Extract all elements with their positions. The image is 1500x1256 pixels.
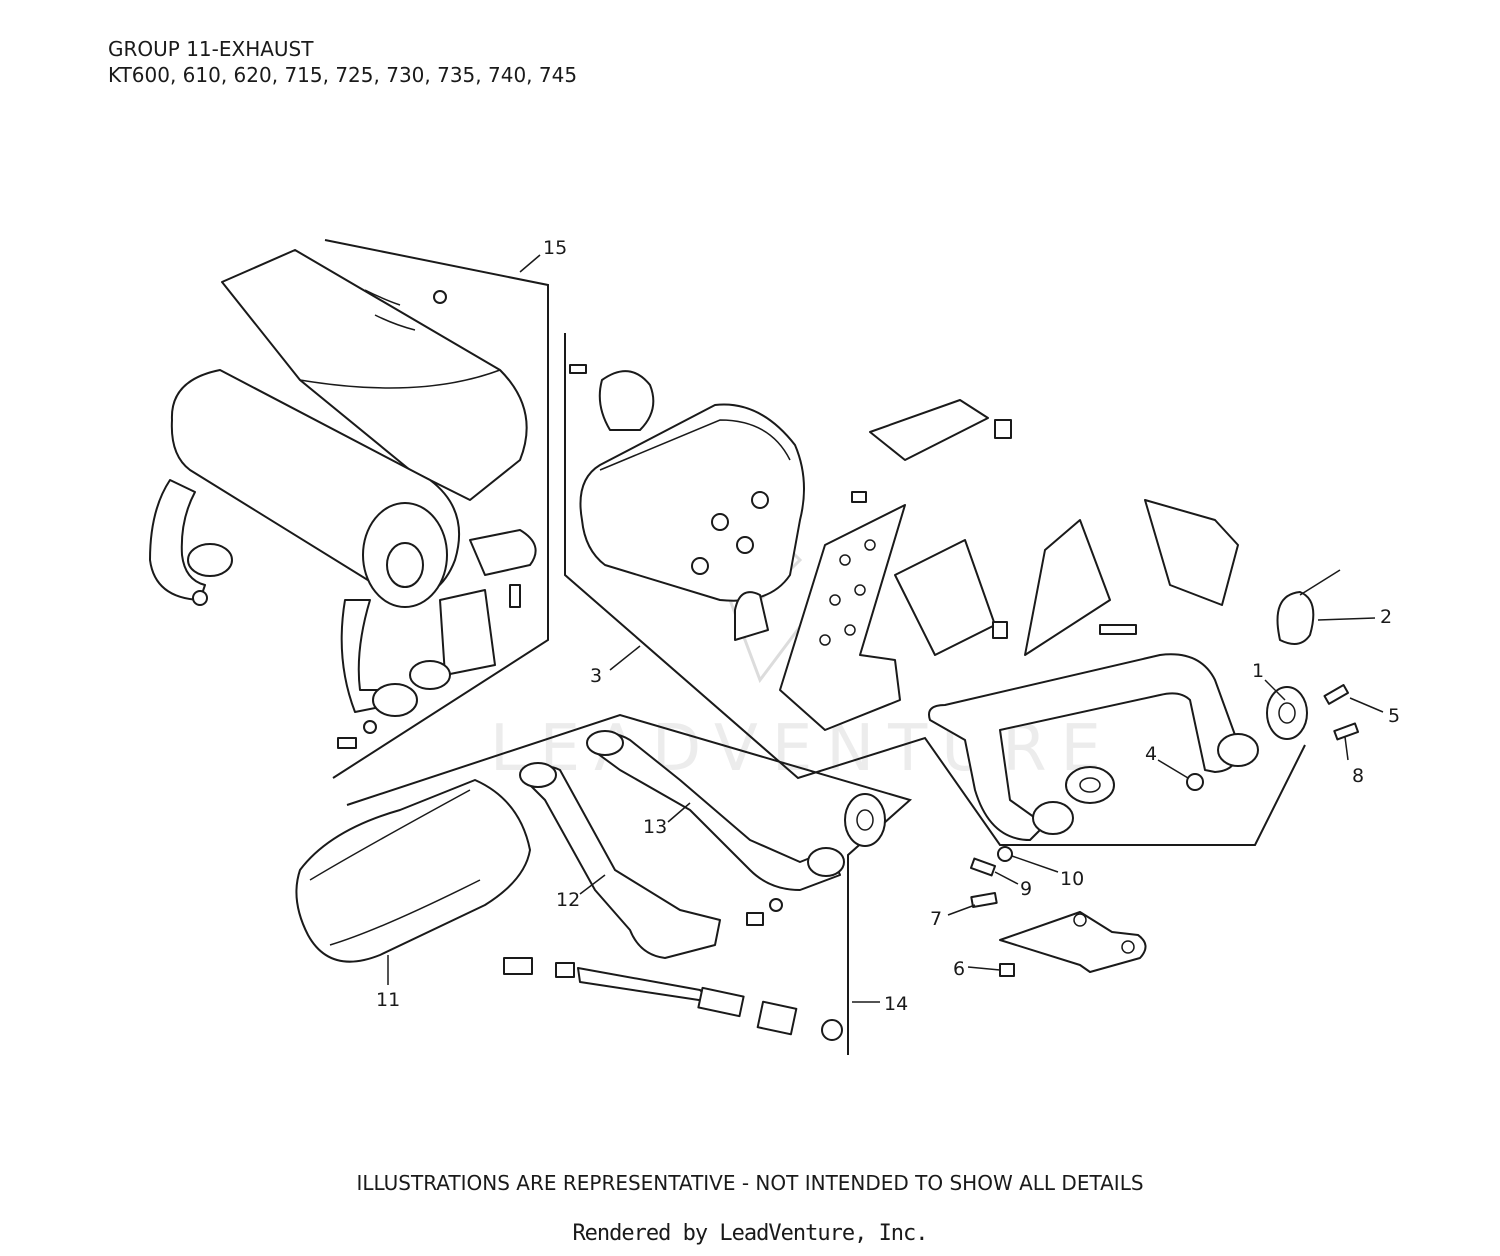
diagram-group-title: GROUP 11-EXHAUST	[108, 37, 314, 61]
callout-leaders	[387, 254, 1384, 1003]
callout-10: 10	[1060, 868, 1084, 890]
muffler-assembly-15[interactable]	[149, 239, 549, 779]
callout-labels: 15 3 1 2 4 5 8 6 7 9 10 11 12 13 14	[376, 237, 1400, 1015]
callout-8: 8	[1352, 765, 1364, 787]
exhaust-assembly-14[interactable]	[295, 713, 913, 1055]
model-list: KT600, 610, 620, 715, 725, 730, 735, 740…	[108, 63, 578, 87]
callout-1: 1	[1252, 660, 1264, 682]
bolt-9[interactable]	[969, 857, 997, 877]
callout-4: 4	[1145, 743, 1157, 765]
rendered-by-credit: Rendered by LeadVenture, Inc.	[572, 1221, 928, 1246]
callout-15: 15	[543, 237, 567, 259]
screw-6[interactable]	[999, 963, 1015, 977]
stud-5[interactable]	[1323, 684, 1350, 705]
callout-3: 3	[590, 665, 602, 687]
callout-9: 9	[1020, 878, 1032, 900]
callout-13: 13	[643, 816, 667, 838]
muffler-bracket-assembly-3[interactable]	[564, 333, 1308, 846]
washer-10[interactable]	[997, 846, 1013, 862]
callout-12: 12	[556, 889, 580, 911]
bolt-7[interactable]	[970, 891, 998, 909]
callout-7: 7	[930, 908, 942, 930]
callout-11: 11	[376, 989, 400, 1011]
callout-5: 5	[1388, 705, 1400, 727]
cable-tie-2[interactable]	[1276, 569, 1341, 645]
stud-8[interactable]	[1333, 722, 1360, 741]
callout-6: 6	[953, 958, 965, 980]
callout-14: 14	[884, 993, 908, 1015]
illustration-disclaimer: ILLUSTRATIONS ARE REPRESENTATIVE - NOT I…	[356, 1171, 1144, 1195]
mount-plate-hardware[interactable]	[969, 846, 1147, 977]
callout-2: 2	[1380, 606, 1392, 628]
